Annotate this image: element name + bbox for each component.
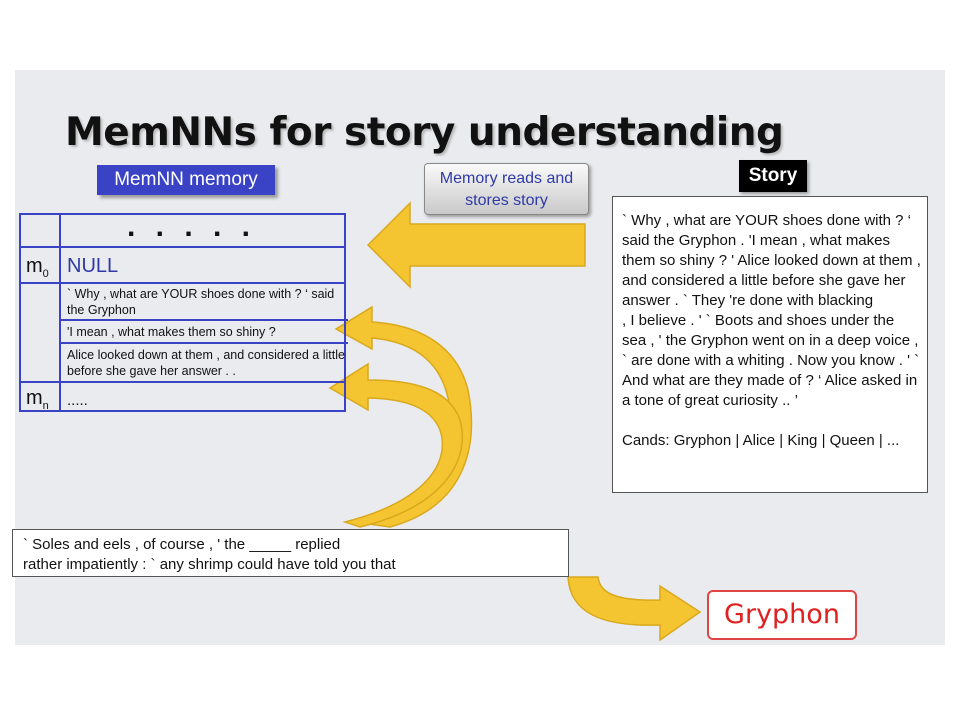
answer-arrow [567, 576, 702, 642]
memory-table: m0 NULL ` Why , what are YOUR shoes done… [19, 213, 348, 412]
story-text: ` Why , what are YOUR shoes done with ? … [622, 212, 921, 409]
table-divider [59, 342, 348, 344]
memory-reads-line1: Memory reads and [439, 170, 574, 187]
table-divider [21, 282, 344, 284]
table-column-divider [59, 215, 61, 410]
memory-ellipsis: . . . . . [127, 210, 257, 243]
memory-row: 'I mean , what makes them so shiny ? [67, 325, 276, 339]
slide-title: MemNNs for story understanding [65, 110, 784, 155]
mn-index: mn [26, 387, 49, 412]
read-arrow-lower [328, 362, 464, 528]
story-label: Story [739, 160, 807, 192]
memory-row: ` Why , what are YOUR shoes done with ? … [67, 287, 335, 317]
candidates-line: Cands: Gryphon | Alice | King | Queen | … [622, 432, 900, 449]
m0-value: NULL [67, 255, 119, 277]
story-box: ` Why , what are YOUR shoes done with ? … [612, 196, 928, 493]
table-divider [21, 246, 344, 248]
table-divider [21, 381, 344, 383]
memnn-memory-label: MemNN memory [97, 165, 275, 195]
memory-reads-line2: stores story [465, 192, 548, 209]
query-box: ` Soles and eels , of course , ' the ___… [12, 529, 569, 577]
memory-reads-box: Memory reads and stores story [424, 163, 589, 215]
table-divider [59, 319, 348, 321]
m0-index: m0 [26, 255, 49, 280]
memory-row: Alice looked down at them , and consider… [67, 348, 345, 378]
answer-box: Gryphon [707, 590, 857, 640]
store-arrow [366, 201, 586, 289]
mn-value: ..... [67, 392, 88, 409]
